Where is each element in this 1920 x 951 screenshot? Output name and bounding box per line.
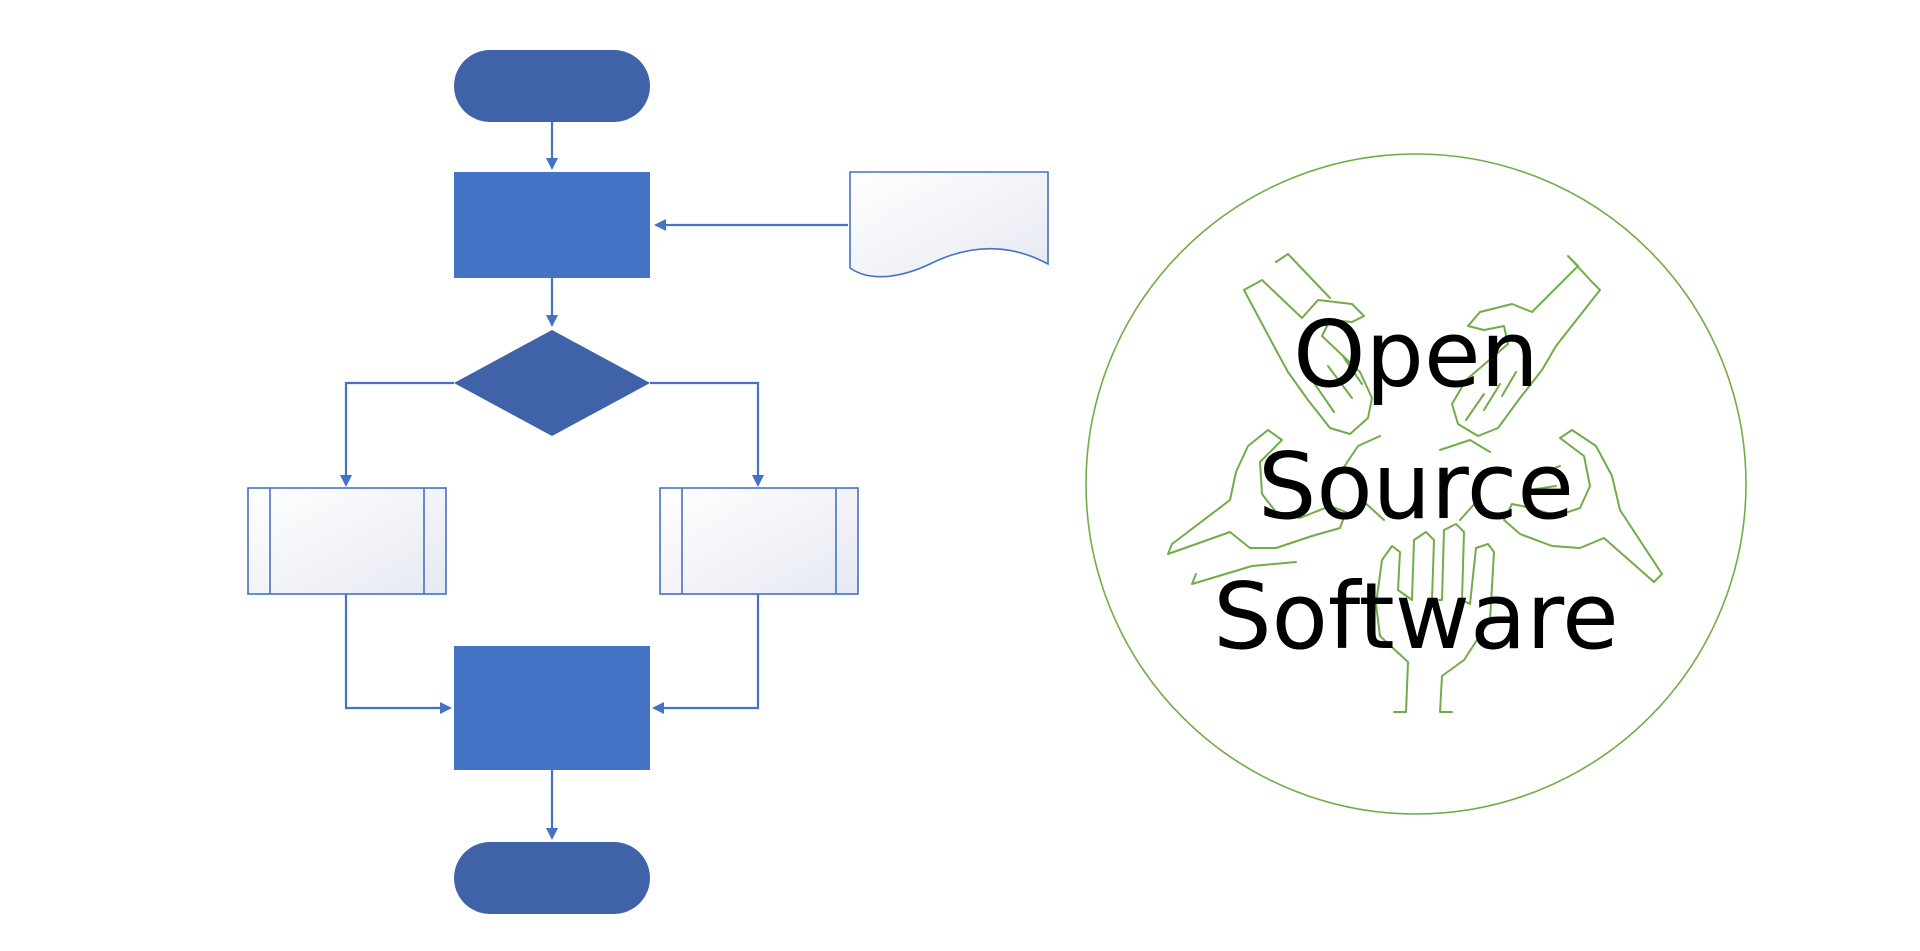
logo-ring	[1085, 153, 1747, 815]
connectors	[340, 122, 848, 840]
flowchart	[247, 50, 1049, 914]
predefined-process-right	[659, 487, 859, 595]
hands-together-icon	[1167, 253, 1663, 713]
connector-right-to-process2	[652, 594, 760, 714]
end-terminator	[454, 842, 650, 914]
connector-decision-to-right	[650, 381, 764, 487]
connector-decision-to-left	[340, 381, 454, 487]
logo-text-line-1: Open	[1293, 301, 1539, 408]
open-source-logo: Open Source Software	[1085, 153, 1747, 815]
logo-text-line-3: Software	[1213, 563, 1619, 670]
predefined-process-left	[247, 487, 447, 595]
input-document	[849, 171, 1049, 278]
connector-left-to-process2	[344, 594, 452, 714]
process-step-1	[454, 172, 650, 278]
decision	[454, 330, 650, 436]
logo-text-line-2: Source	[1258, 433, 1574, 540]
process-step-2	[454, 646, 650, 770]
start-terminator	[454, 50, 650, 122]
